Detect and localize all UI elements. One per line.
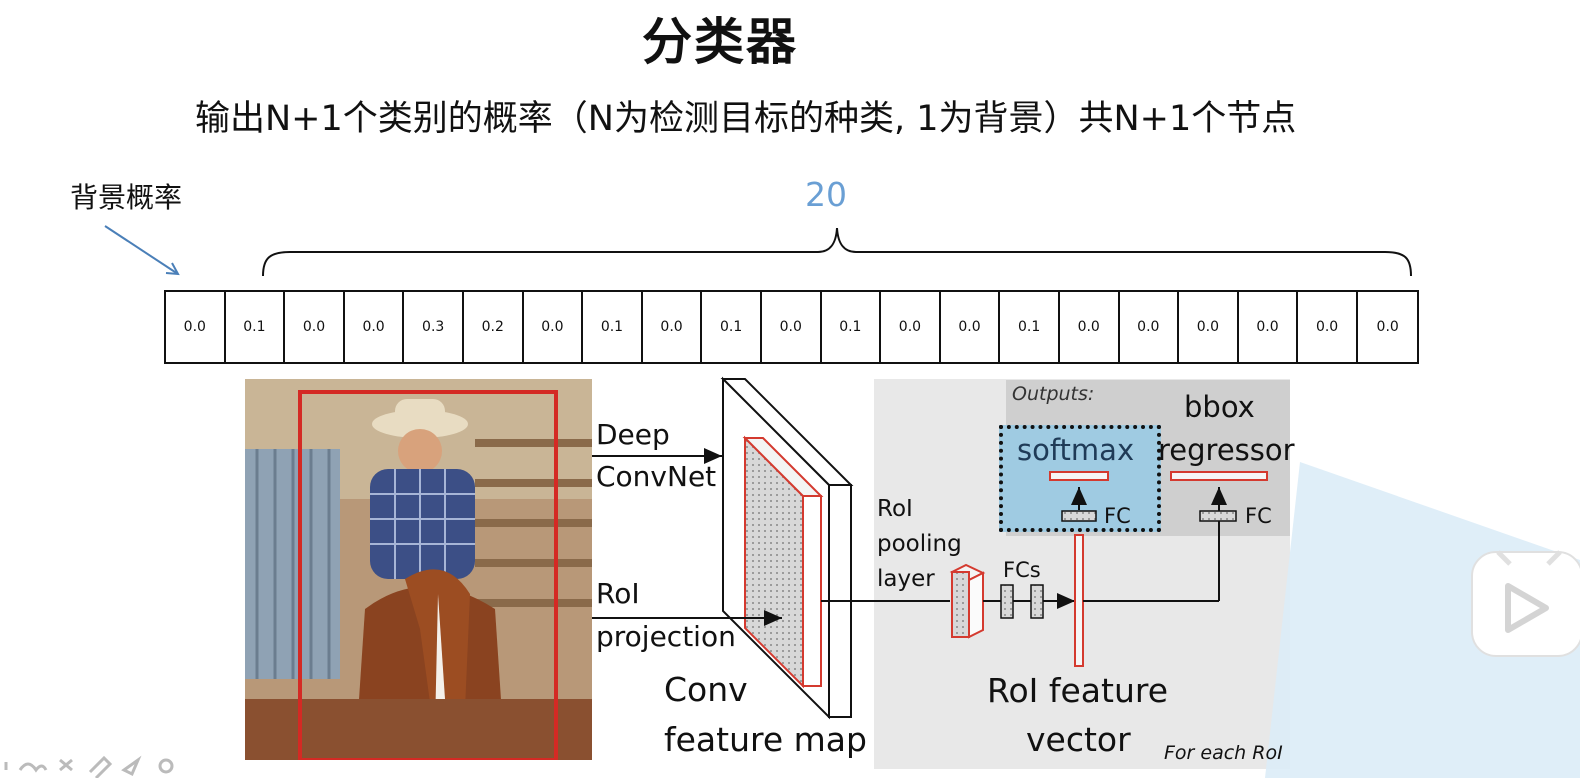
decorative-blue-shape: [1265, 462, 1580, 778]
bbox-fc-label: FC: [1245, 504, 1272, 528]
roi-on-feature-map-side: [802, 495, 822, 687]
probability-cell: 0.1: [226, 292, 286, 362]
softmax-output-bar: [1049, 471, 1109, 481]
bbox-label-2: regressor: [1158, 433, 1295, 467]
roi-feature-vector-label-1: RoI feature: [987, 671, 1169, 710]
probability-cell: 0.0: [1120, 292, 1180, 362]
slide-title: 分类器: [642, 13, 798, 71]
probability-cell: 0.0: [166, 292, 226, 362]
background-arrow: [104, 225, 179, 275]
softmax-label: softmax: [1017, 433, 1135, 467]
roi-pooling-label-1: RoI: [877, 496, 913, 522]
bbox-fc-block: [1199, 510, 1237, 522]
probability-cell: 0.0: [285, 292, 345, 362]
conv-feature-map-label-1: Conv: [664, 670, 748, 709]
pooling-block-side: [968, 571, 984, 639]
softmax-fc-block: [1061, 510, 1097, 522]
conv-feature-map-label-2: feature map: [664, 720, 867, 759]
roi-feature-vector-label-2: vector: [1026, 720, 1131, 759]
probability-cell: 0.0: [1298, 292, 1358, 362]
probability-cell: 0.0: [881, 292, 941, 362]
probability-cell: 0.0: [941, 292, 1001, 362]
background-arrow-head: [165, 262, 180, 276]
fc-block-1: [1000, 584, 1014, 619]
outputs-label: Outputs:: [1012, 383, 1095, 405]
fc-block-2: [1030, 584, 1044, 619]
probability-cell: 0.0: [1060, 292, 1120, 362]
probability-cell: 0.2: [464, 292, 524, 362]
probability-cell: 0.1: [822, 292, 882, 362]
probability-cell: 0.3: [404, 292, 464, 362]
roi-projection-label-1: RoI: [596, 577, 640, 610]
drawing-toolbar-icons: [4, 755, 174, 778]
roi-feature-vector-bar: [1074, 534, 1084, 667]
probability-cell: 0.1: [702, 292, 762, 362]
probability-cell: 0.0: [1376, 319, 1399, 335]
probability-cell: 0.1: [583, 292, 643, 362]
bbox-label-1: bbox: [1184, 390, 1255, 424]
deep-convnet-label-1: Deep: [596, 418, 670, 451]
background-probability-label: 背景概率: [70, 181, 183, 214]
fcs-label: FCs: [1003, 558, 1041, 582]
slide-subtitle: 输出N+1个类别的概率（N为检测目标的种类, 1为背景）共N+1个节点: [195, 99, 1297, 139]
probability-cell: 0.1: [1000, 292, 1060, 362]
for-each-roi-label: For each RoI: [1164, 742, 1283, 764]
probability-cell: 0.0: [524, 292, 584, 362]
roi-projection-label-2: projection: [596, 620, 736, 653]
class-count-label: 20: [805, 175, 847, 214]
pooling-block: [951, 571, 970, 638]
input-image: [245, 379, 592, 760]
player-antenna-left: [1496, 550, 1512, 566]
bbox-output-bar: [1170, 471, 1268, 481]
roi-pooling-label-3: layer: [877, 566, 935, 592]
play-icon: [1505, 583, 1549, 633]
probability-cell: 0.0: [1179, 292, 1239, 362]
player-widget: [1471, 551, 1580, 657]
probability-cell: 0.0: [643, 292, 703, 362]
probability-cell: 0.0: [1239, 292, 1299, 362]
roi-pooling-label-2: pooling: [877, 531, 962, 557]
deep-convnet-label-2: ConvNet: [596, 460, 717, 493]
class-brace: [262, 227, 1412, 277]
probability-cell: 0.0: [345, 292, 405, 362]
player-antenna-right: [1546, 550, 1562, 566]
softmax-fc-label: FC: [1104, 504, 1131, 528]
probability-cell: 0.0: [762, 292, 822, 362]
